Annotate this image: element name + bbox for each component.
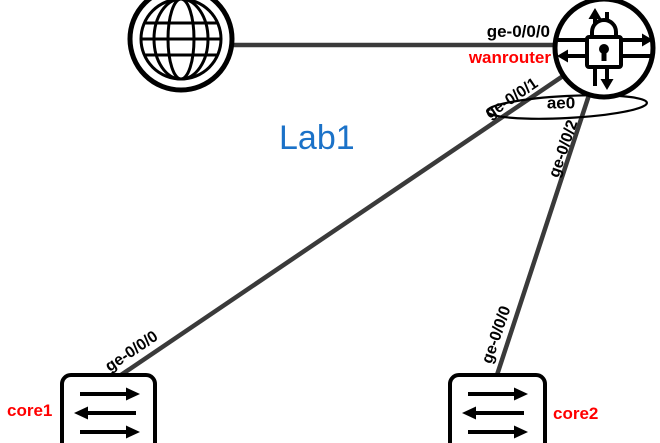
- link-wanrouter-core2: [494, 94, 592, 376]
- switch-right-arrow-icon: [468, 387, 528, 401]
- wan-interface-label: ge-0/0/0: [486, 22, 550, 41]
- ae0-label: ae0: [546, 93, 576, 113]
- wanrouter-label: wanrouter: [468, 48, 551, 67]
- core2-node[interactable]: [448, 373, 547, 443]
- site-label: Lab1: [279, 119, 355, 157]
- internet-node[interactable]: [127, 0, 235, 93]
- switch-left-arrow-icon: [462, 406, 524, 420]
- link-wanrouter-core1: [116, 74, 565, 379]
- ae0-group-ellipse: [486, 94, 648, 120]
- switch-right-arrow-icon: [468, 425, 528, 439]
- lock-icon: [585, 18, 623, 69]
- core1-node[interactable]: [60, 373, 157, 443]
- core1-label: core1: [7, 401, 53, 420]
- globe-icon: [127, 0, 235, 93]
- switch-left-arrow-icon: [74, 406, 136, 420]
- wanrouter-node[interactable]: [552, 0, 656, 100]
- switch-right-arrow-icon: [80, 425, 140, 439]
- switch-right-arrow-icon: [80, 387, 140, 401]
- core2-label: core2: [553, 404, 599, 423]
